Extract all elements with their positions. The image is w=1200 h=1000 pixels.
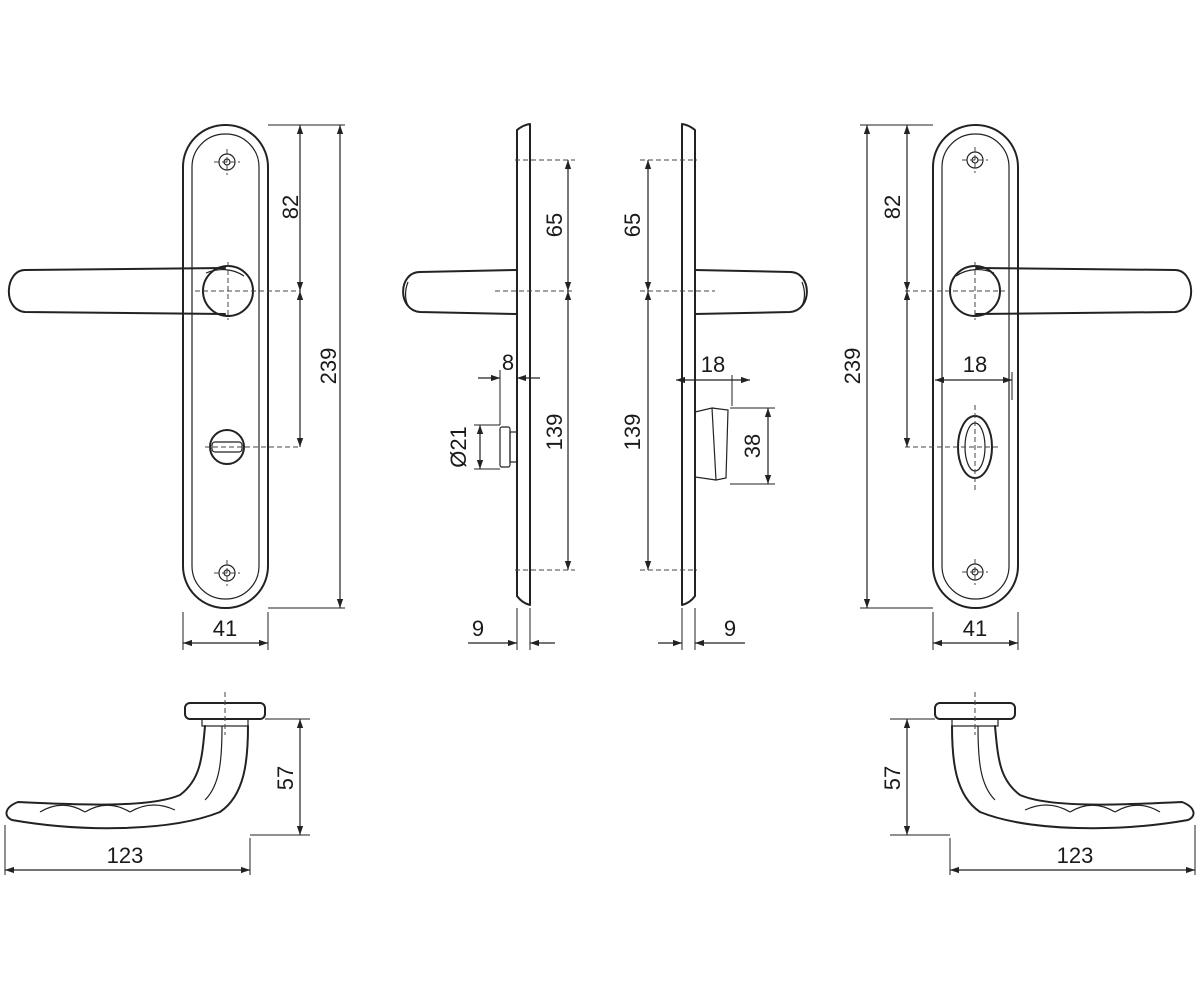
left-side-view: 65 139 8 Ø21 9: [402, 123, 575, 650]
left-plate-82-label: 82: [278, 195, 303, 219]
right-side-139-label: 139: [620, 414, 645, 451]
right-side-38-label: 38: [740, 434, 765, 458]
left-side-d21-label: Ø21: [446, 426, 471, 468]
right-side-18-label: 18: [701, 352, 725, 377]
right-top-screw-icon: [962, 147, 988, 173]
right-lever-top-view: 57 123: [880, 692, 1196, 875]
right-side-9-label: 9: [724, 616, 736, 641]
right-lever-123-label: 123: [1057, 843, 1094, 868]
left-side-9-label: 9: [472, 616, 484, 641]
right-keyhole-icon: [905, 405, 1000, 490]
left-lever-57-label: 57: [273, 766, 298, 790]
right-side-view: 65 139 18 38 9: [620, 123, 808, 650]
left-lever-123-label: 123: [107, 843, 144, 868]
left-top-screw-icon: [214, 149, 240, 175]
right-plate-18-label: 18: [963, 352, 987, 377]
left-front-plate: 82 239 41: [7, 124, 345, 650]
left-turn-knob-icon: [499, 426, 518, 468]
right-side-65-label: 65: [620, 213, 645, 237]
left-lever-top-view: 57 123: [4, 692, 310, 875]
left-wc-turn-icon: [205, 429, 300, 465]
left-plate-41-label: 41: [213, 616, 237, 641]
right-cylinder-icon: [694, 407, 729, 481]
right-front-plate: 82 239 18 41: [840, 124, 1193, 650]
right-bottom-screw-icon: [962, 559, 988, 585]
right-plate-239-label: 239: [840, 348, 865, 385]
right-plate-82-label: 82: [880, 195, 905, 219]
left-bottom-screw-icon: [214, 560, 240, 586]
left-side-139-label: 139: [542, 414, 567, 451]
right-plate-41-label: 41: [963, 616, 987, 641]
left-plate-239-label: 239: [316, 348, 341, 385]
left-side-8-label: 8: [502, 350, 514, 375]
right-lever-57-label: 57: [880, 766, 905, 790]
left-lever: [7, 265, 254, 317]
left-side-65-label: 65: [542, 213, 567, 237]
